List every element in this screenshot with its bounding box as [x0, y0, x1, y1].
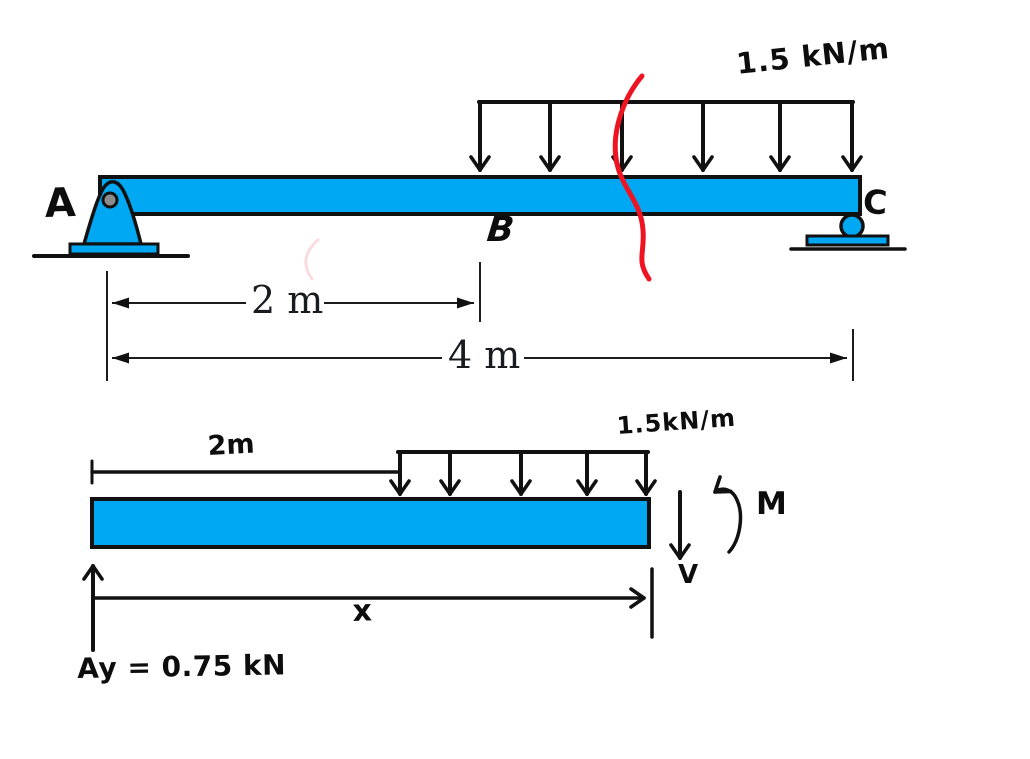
cut-distance-label: x — [351, 593, 373, 629]
section-cut-squiggle — [612, 73, 652, 282]
support-c-label: C — [862, 182, 889, 223]
point-b-label: B — [485, 210, 517, 250]
roller-base-plate — [805, 234, 890, 247]
free-body-diagram — [82, 450, 743, 652]
fbd-beam — [90, 497, 651, 549]
roller-support — [789, 213, 907, 251]
moment-label: M — [756, 486, 787, 522]
top-beam-diagram — [32, 73, 907, 381]
fbd-dim-2m-label: 2m — [206, 428, 256, 462]
x-dimension — [92, 567, 654, 639]
dimension-lines — [106, 262, 854, 381]
support-a-label: A — [43, 179, 77, 227]
fbd-2m-dimension — [90, 459, 399, 485]
fbd-distributed-load — [389, 450, 657, 496]
dim-4m-label: 4 m — [448, 333, 521, 377]
stray-mark — [304, 238, 320, 281]
beam — [98, 175, 862, 216]
pin-support — [32, 180, 190, 258]
reaction-value-label: Ay = 0.75 kN — [76, 648, 287, 685]
pin-hole — [101, 191, 119, 209]
pin-base-plate — [68, 242, 160, 256]
dim-2m-label: 2 m — [251, 278, 324, 322]
moment-arrow — [713, 475, 743, 554]
pin-support-triangle — [82, 180, 143, 246]
distributed-load — [469, 100, 863, 172]
shear-force-label: V — [678, 560, 699, 590]
roller-wheel — [839, 213, 865, 239]
